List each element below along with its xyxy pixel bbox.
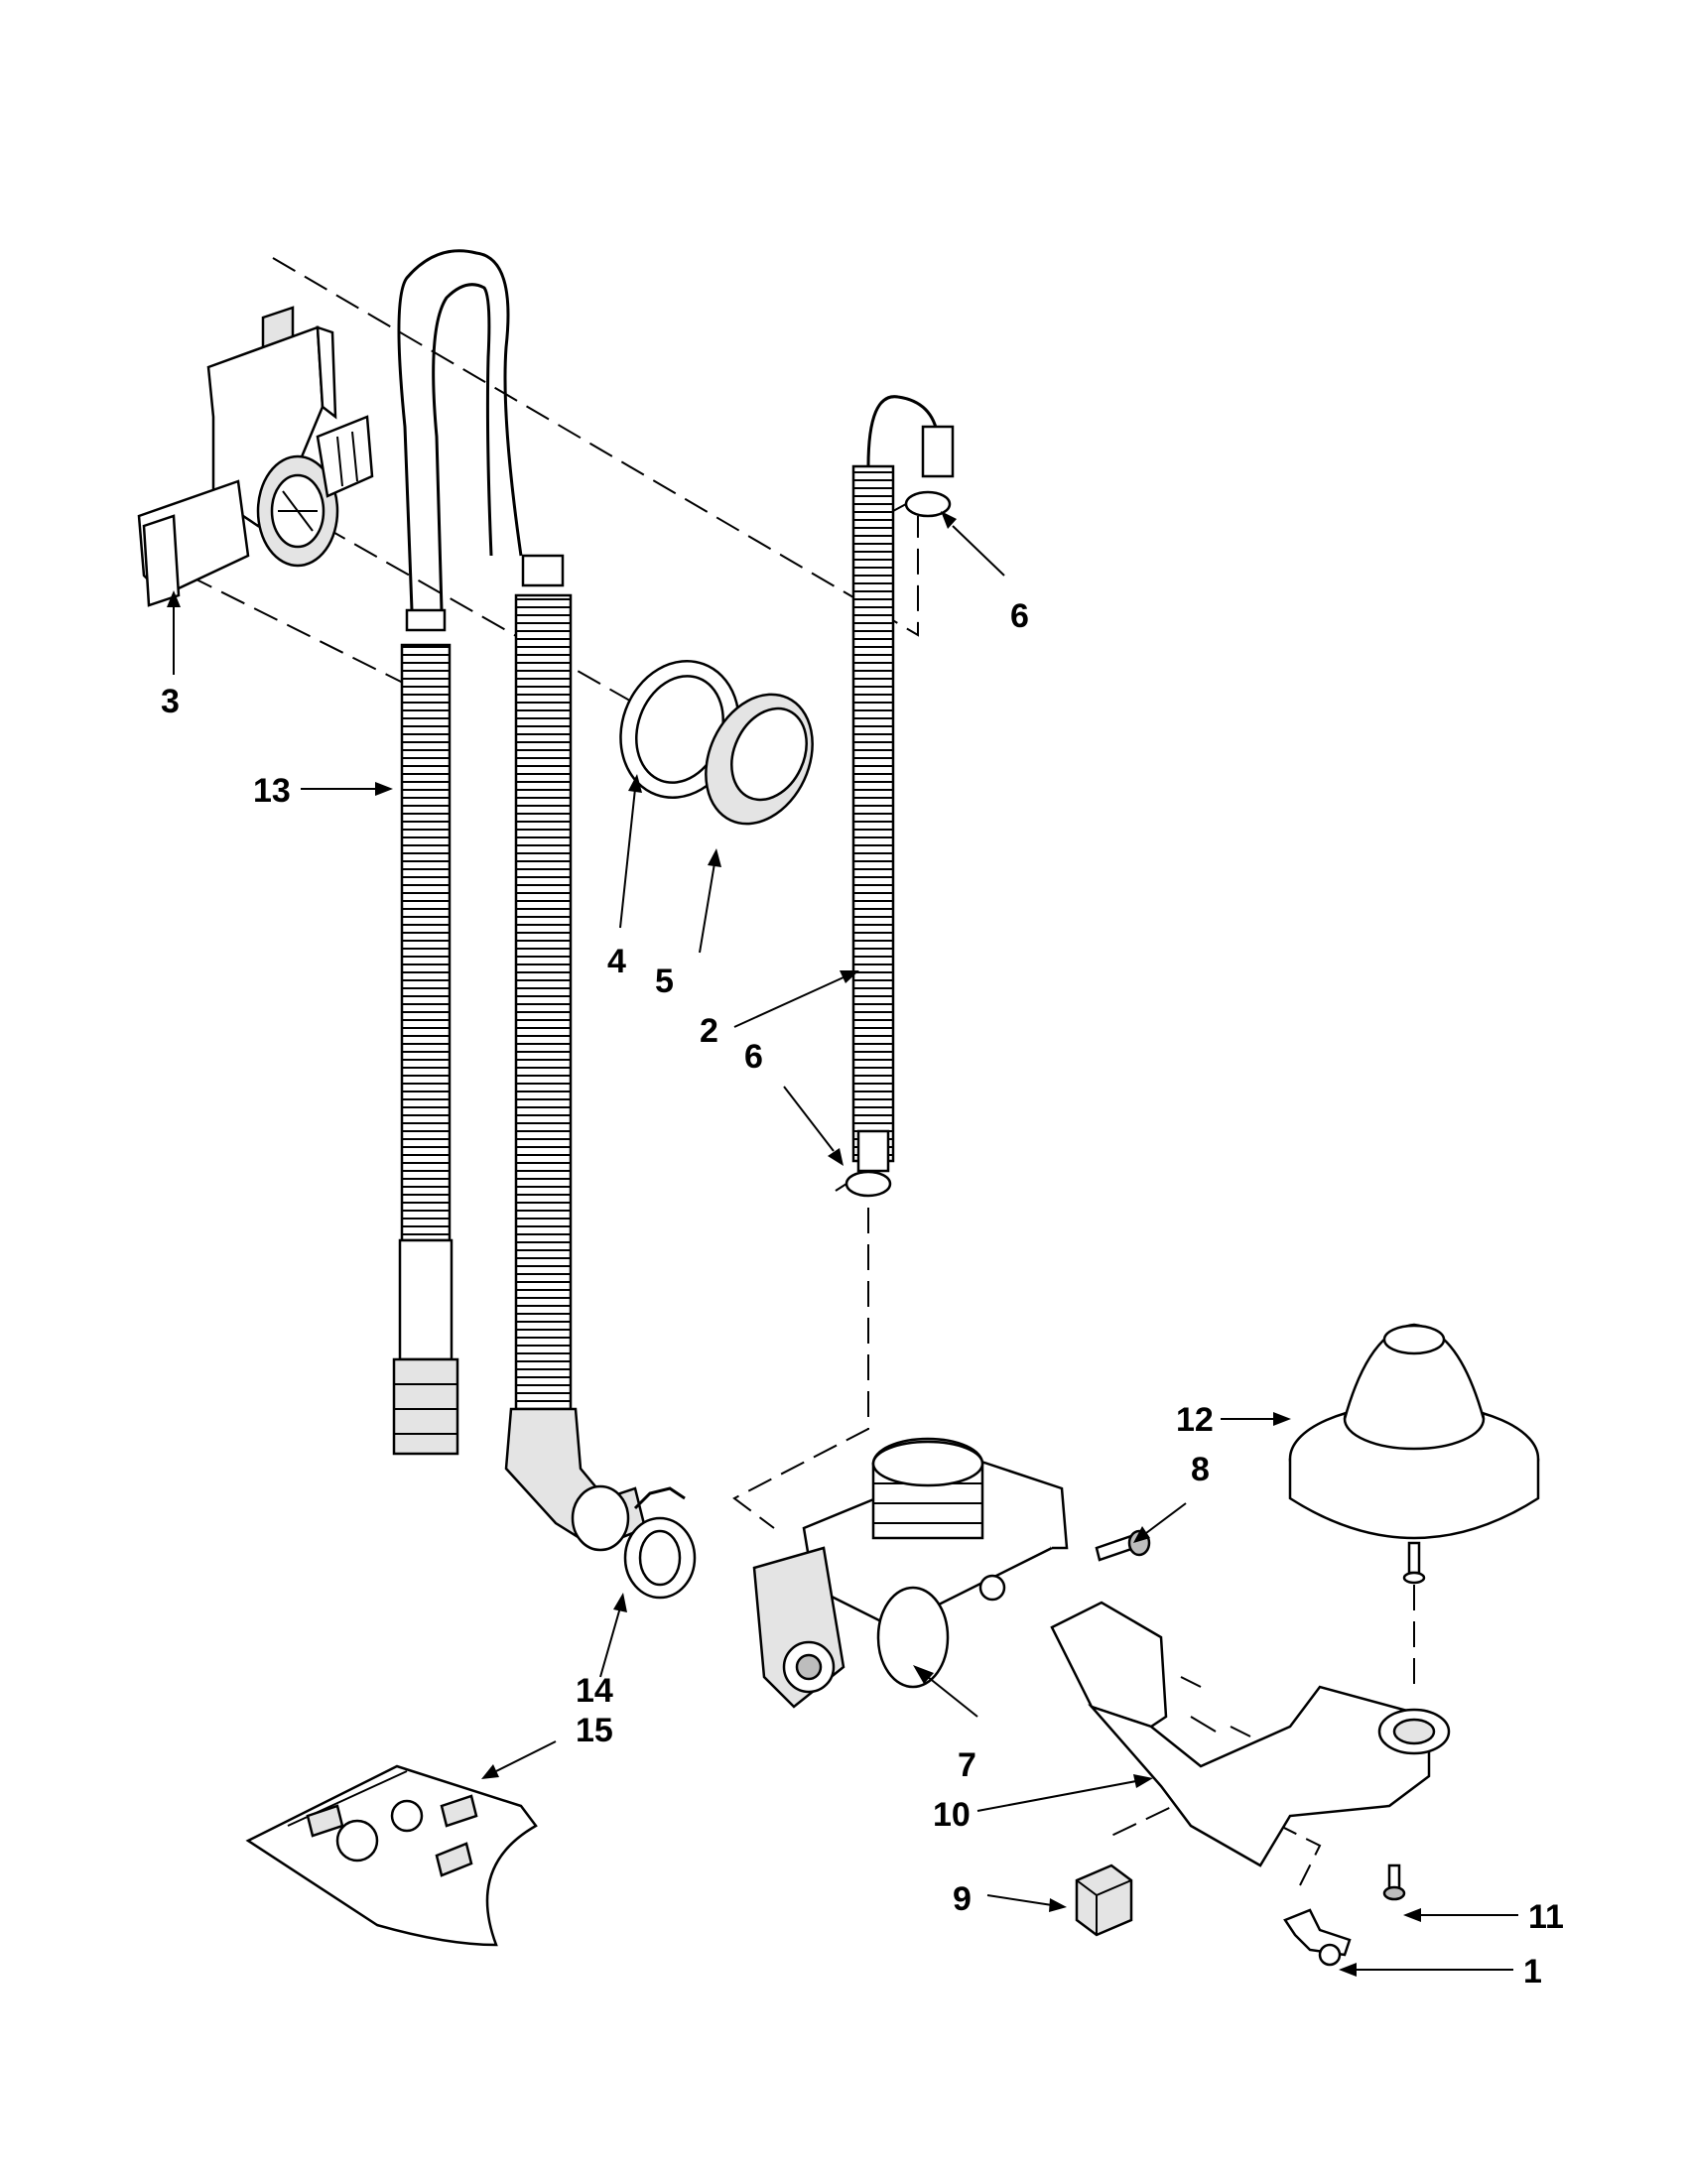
part-11-screw <box>1382 1863 1406 1901</box>
callout-6-top: 6 <box>1010 597 1029 635</box>
callout-9: 9 <box>953 1880 972 1918</box>
callout-12: 12 <box>1176 1401 1214 1439</box>
part-8-screw <box>1095 1529 1151 1562</box>
callout-15: 15 <box>576 1712 613 1749</box>
callout-11: 11 <box>1528 1898 1564 1936</box>
part-1-lever <box>1283 1908 1352 1967</box>
part-13-drain-hose <box>392 249 647 1552</box>
part-3-air-gap-bracket <box>137 306 374 607</box>
callout-labels: 3 13 4 5 2 6 6 14 15 7 10 9 12 8 11 1 <box>161 597 1564 1991</box>
callout-3: 3 <box>161 683 180 720</box>
callout-1: 1 <box>1523 1953 1542 1991</box>
callout-5: 5 <box>655 963 674 1000</box>
leader-lines <box>167 511 1518 1977</box>
callout-7: 7 <box>958 1746 976 1784</box>
callout-14: 14 <box>576 1672 613 1710</box>
part-15-hardware-bag <box>245 1764 538 1947</box>
part-9-switch <box>1075 1863 1133 1937</box>
callout-4: 4 <box>607 943 626 980</box>
part-2-fill-hose <box>851 395 955 1173</box>
part-14-hose-clamp <box>623 1486 697 1600</box>
part-7-inlet-valve <box>752 1437 1069 1709</box>
callout-2: 2 <box>700 1012 718 1050</box>
part-12-float <box>1288 1323 1540 1585</box>
part-5-nut <box>705 693 814 826</box>
part-6-clamp-top <box>892 490 952 518</box>
callout-6-mid: 6 <box>744 1038 763 1076</box>
part-6-clamp-mid <box>835 1170 892 1198</box>
callout-13: 13 <box>253 772 291 810</box>
callout-10: 10 <box>933 1796 971 1834</box>
callout-8: 8 <box>1191 1451 1210 1488</box>
part-10-switch-bracket <box>1050 1601 1451 1867</box>
